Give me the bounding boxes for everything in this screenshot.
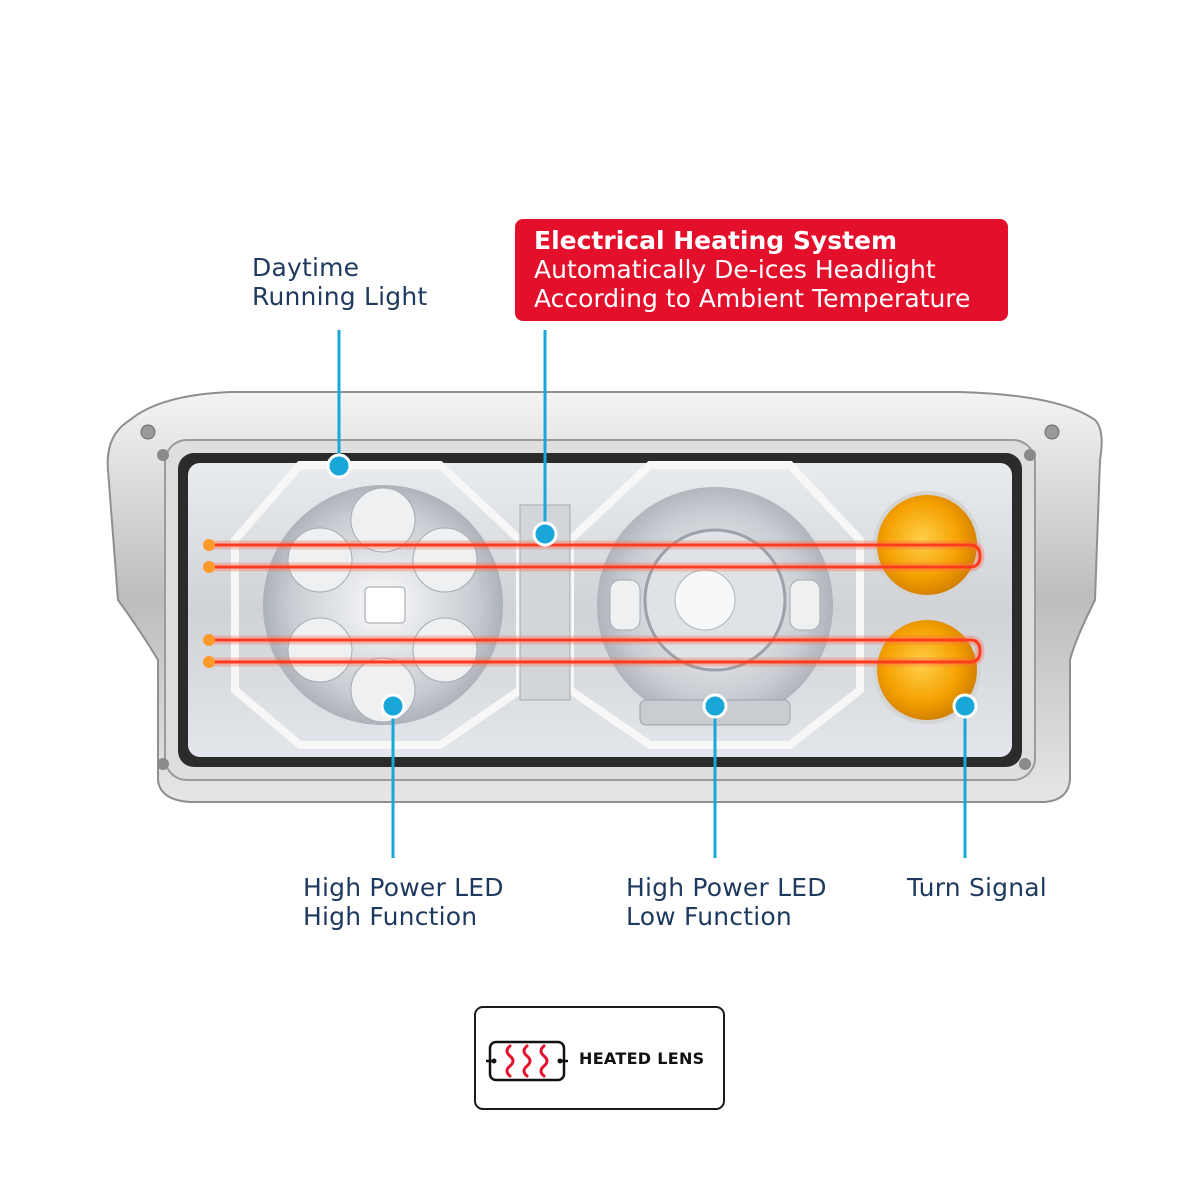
label-low-line-2: Low Function <box>626 902 792 931</box>
callout-line-2: According to Ambient Temperature <box>534 284 971 313</box>
callout-title: Electrical Heating System <box>534 226 898 255</box>
label-high-function: High Power LED High Function <box>303 873 504 931</box>
heated-lens-text: HEATED LENS <box>579 1049 705 1068</box>
pointer-heating <box>532 330 558 547</box>
label-high-line-2: High Function <box>303 902 478 931</box>
heating-system-callout: Electrical Heating System Automatically … <box>515 219 1008 321</box>
label-low-line-1: High Power LED <box>626 873 827 902</box>
heated-lens-icon <box>486 1040 568 1082</box>
label-drl-line-1: Daytime <box>252 253 360 282</box>
pointer-low-function <box>702 693 728 858</box>
turn-signal-lamps <box>873 491 981 724</box>
pointer-drl <box>326 330 352 479</box>
label-high-line-1: High Power LED <box>303 873 504 902</box>
headlight-illustration <box>106 330 1103 858</box>
label-daytime-running-light: Daytime Running Light <box>252 253 427 311</box>
pointer-high-function <box>380 693 406 858</box>
callout-line-1: Automatically De-ices Headlight <box>534 255 936 284</box>
label-drl-line-2: Running Light <box>252 282 428 311</box>
heater-wires <box>203 539 985 668</box>
label-low-function: High Power LED Low Function <box>626 873 827 931</box>
heated-lens-badge: HEATED LENS <box>474 1006 725 1110</box>
label-turn-signal: Turn Signal <box>907 873 1047 902</box>
pointer-turn-signal <box>952 693 978 858</box>
label-turn-line-1: Turn Signal <box>907 873 1047 902</box>
